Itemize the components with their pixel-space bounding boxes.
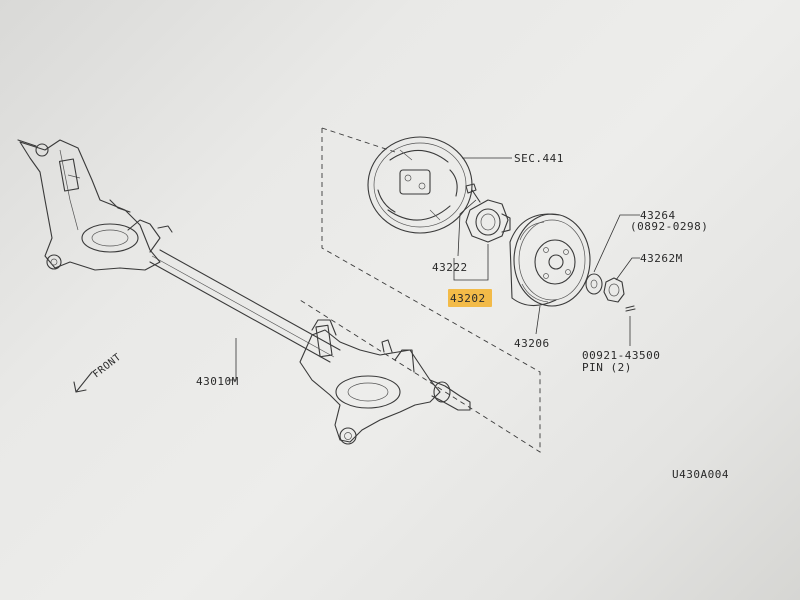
hub-nut: [603, 277, 625, 303]
label-pin: PIN (2): [582, 361, 632, 374]
label-diagram-code: U430A004: [672, 468, 729, 481]
assembly-boundary-top: [321, 127, 396, 153]
label-43222: 43222: [432, 261, 468, 274]
label-front: FRONT: [91, 352, 123, 381]
label-00921-43500: 00921-43500: [582, 349, 660, 362]
front-arrow-icon: [73, 371, 93, 393]
label-43262m: 43262M: [640, 252, 683, 265]
label-43264-range: (0892-0298): [630, 220, 708, 233]
washer: [585, 273, 603, 295]
rear-axle-beam-43010m: [17, 139, 471, 445]
assembly-boundary: [299, 128, 541, 453]
label-43010m: 43010M: [196, 375, 239, 388]
label-43264: 43264: [640, 209, 676, 222]
brake-drum: [509, 213, 591, 307]
highlight-43202: [448, 289, 492, 307]
cotter-pin: [625, 305, 636, 312]
label-sec441: SEC.441: [514, 152, 564, 165]
hub-bolt: [465, 183, 481, 203]
hub-assembly: [465, 199, 511, 243]
leader-lines: [228, 157, 640, 381]
label-43206: 43206: [514, 337, 550, 350]
label-43202: 43202: [450, 292, 486, 305]
brake-back-plate: [367, 136, 473, 234]
